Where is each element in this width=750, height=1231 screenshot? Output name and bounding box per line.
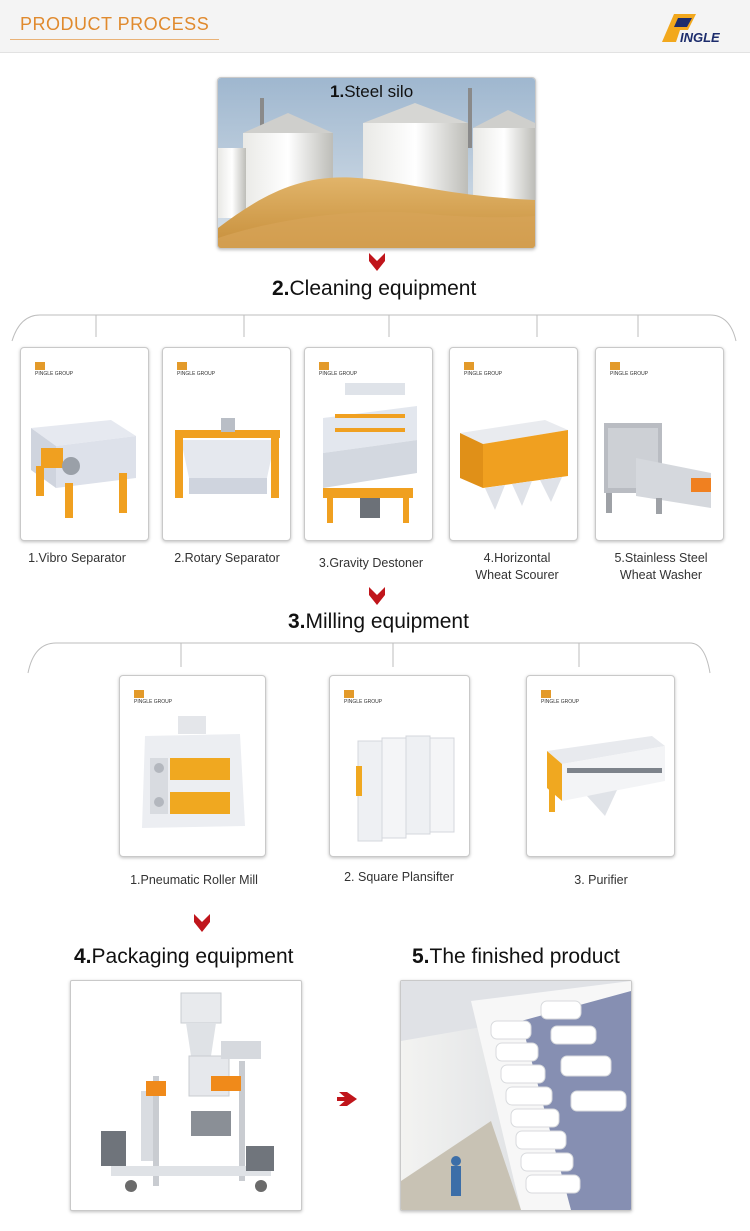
brand-mark-icon: PINGLE GROUP — [35, 362, 73, 377]
purifier-card: PINGLE GROUP — [526, 675, 675, 857]
step-3-label: Milling equipment — [305, 610, 469, 633]
brand-mark-icon: PINGLE GROUP — [464, 362, 502, 377]
step-4-title: 4.Packaging equipment — [74, 945, 294, 969]
stainless-wheat-washer-card: PINGLE GROUP — [595, 347, 724, 541]
arrow-down-icon — [194, 914, 210, 932]
step-2-title: 2.Cleaning equipment — [272, 277, 476, 301]
rotary-separator-card: PINGLE GROUP — [162, 347, 291, 541]
vibro-separator-image — [31, 420, 136, 518]
finished-product-card — [400, 980, 632, 1211]
brand-mark-icon: PINGLE GROUP — [541, 690, 579, 705]
logo-text: INGLE — [680, 30, 720, 45]
milling-caption-3: 3. Purifier — [574, 873, 628, 887]
page-title: PRODUCT PROCESS — [10, 10, 220, 40]
vibro-separator-card: PINGLE GROUP — [20, 347, 149, 541]
steel-silo-photo — [217, 77, 536, 249]
roller-mill-card: PINGLE GROUP — [119, 675, 266, 857]
plansifter-image — [356, 735, 455, 842]
step-2-label: Cleaning equipment — [289, 277, 477, 300]
cleaning-caption-1: 1.Vibro Separator — [28, 551, 126, 565]
purifier-image — [547, 736, 665, 816]
brand-mark-icon: PINGLE GROUP — [134, 690, 172, 705]
wheat-washer-image — [604, 423, 711, 514]
step-1-title: 1.Steel silo — [330, 82, 413, 102]
cleaning-caption-3: 3.Gravity Destoner — [318, 556, 424, 570]
step-1-number: 1. — [330, 82, 345, 101]
step-4-number: 4. — [74, 945, 92, 968]
step-2-number: 2. — [272, 277, 290, 300]
horizontal-wheat-scourer-card: PINGLE GROUP — [449, 347, 578, 541]
square-plansifter-card: PINGLE GROUP — [329, 675, 470, 857]
brand-logo: INGLE — [658, 10, 738, 45]
rotary-separator-image — [175, 418, 280, 498]
logo-mark-icon — [662, 14, 696, 42]
step-5-label: The finished product — [429, 945, 620, 968]
cleaning-caption-2: 2.Rotary Separator — [174, 551, 280, 565]
milling-bracket — [27, 642, 711, 674]
gravity-destoner-image — [323, 383, 417, 523]
wheat-scourer-image — [460, 420, 568, 510]
arrow-down-icon — [369, 587, 385, 605]
step-3-title: 3.Milling equipment — [288, 610, 469, 634]
header-bar — [0, 0, 750, 53]
step-3-number: 3. — [288, 610, 306, 633]
gravity-destoner-card: PINGLE GROUP — [304, 347, 433, 541]
arrow-down-icon — [369, 253, 385, 271]
roller-mill-image — [142, 716, 245, 828]
milling-caption-2: 2. Square Plansifter — [344, 870, 454, 884]
packaging-machine-image — [101, 992, 274, 1192]
step-5-title: 5.The finished product — [412, 945, 620, 969]
finished-product-image — [401, 981, 631, 1210]
step-1-label: Steel silo — [344, 82, 414, 101]
step-5-number: 5. — [412, 945, 430, 968]
brand-mark-icon: PINGLE GROUP — [177, 362, 215, 377]
arrow-right-icon — [337, 1092, 357, 1106]
step-4-label: Packaging equipment — [91, 945, 294, 968]
cleaning-bracket — [11, 314, 737, 342]
brand-mark-icon: PINGLE GROUP — [344, 690, 382, 705]
brand-mark-icon: PINGLE GROUP — [319, 362, 357, 377]
brand-mark-icon: PINGLE GROUP — [610, 362, 648, 377]
packaging-machine-card — [70, 980, 302, 1211]
milling-caption-1: 1.Pneumatic Roller Mill — [130, 873, 258, 887]
